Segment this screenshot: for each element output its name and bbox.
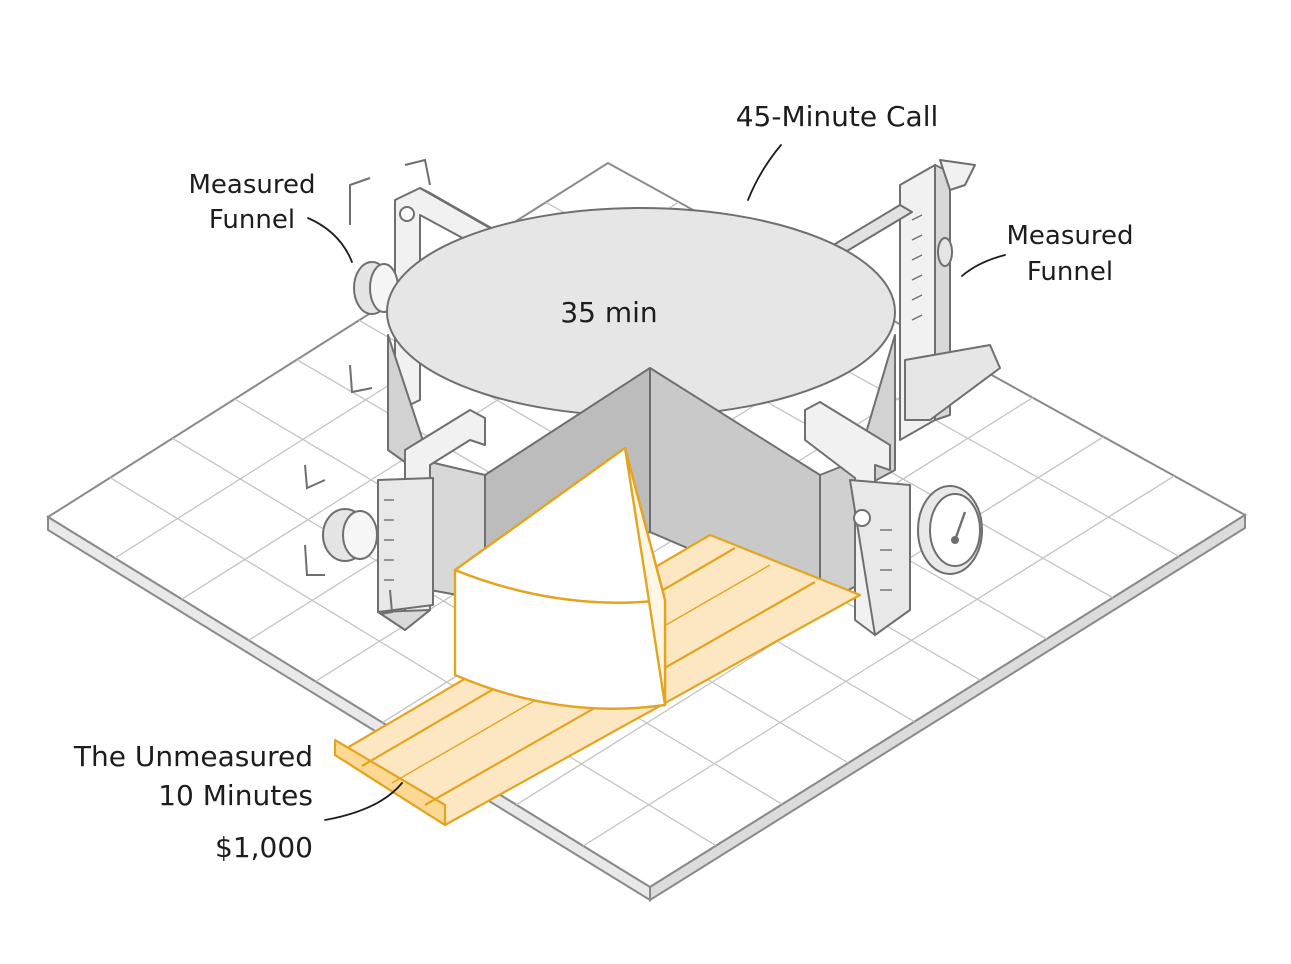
grid-line xyxy=(109,477,717,847)
corner-brackets xyxy=(304,158,431,615)
dial-gauge-icon xyxy=(917,485,983,575)
funnel-right-label-line2: Funnel xyxy=(1027,257,1113,287)
pie-wedge-icon xyxy=(453,446,667,710)
call-title-label: 45-Minute Call xyxy=(736,100,939,133)
grid-line xyxy=(582,475,1175,847)
unmeasured-label-line2: 10 Minutes xyxy=(158,779,313,812)
clamp-front-right xyxy=(804,401,983,636)
knob-icon xyxy=(322,508,378,562)
funnel-right-label-line1: Measured xyxy=(1006,221,1133,251)
unmeasured-value-label: $1,000 xyxy=(215,831,313,864)
leader-lines xyxy=(307,144,1006,821)
funnel-left-label-line1: Measured xyxy=(188,170,315,200)
funnel-left-label-line2: Funnel xyxy=(209,205,295,235)
caliper-back-right xyxy=(799,159,1001,441)
labels: 45-Minute Call Measured Funnel Measured … xyxy=(73,100,1134,864)
unmeasured-label-line1: The Unmeasured xyxy=(73,740,313,773)
measured-portion-label: 35 min xyxy=(560,296,657,329)
clamp-front-left xyxy=(322,409,486,631)
